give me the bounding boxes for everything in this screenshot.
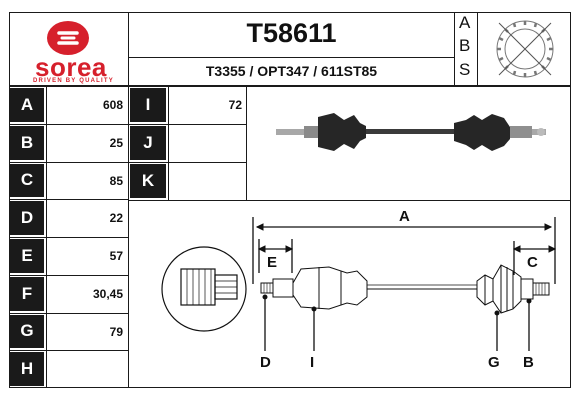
- brand-name: sorea: [35, 52, 107, 82]
- spec-label: K: [130, 164, 166, 198]
- abs-letter-s: S: [459, 60, 471, 79]
- spec-label: E: [10, 239, 44, 273]
- spec-label: G: [10, 314, 44, 349]
- cross-references: T3355 / OPT347 / 611ST85: [205, 63, 378, 79]
- dim-label-c: C: [527, 254, 538, 271]
- spec-value: 79: [109, 324, 123, 339]
- sorea-logo: sorea DRIVEN BY QUALITY: [10, 14, 126, 84]
- spec-label: A: [10, 88, 44, 122]
- dim-label-b: B: [523, 354, 534, 371]
- spec-value: 57: [109, 249, 123, 263]
- spec-label: I: [130, 88, 166, 122]
- dim-label-d: D: [260, 354, 271, 371]
- dim-label-e: E: [267, 254, 277, 271]
- dim-label-i: I: [310, 354, 314, 371]
- spec-value: 85: [109, 173, 123, 188]
- abs-letter-a: A: [459, 13, 471, 32]
- abs-ring-crossed-icon: [496, 20, 554, 78]
- spec-label: J: [130, 126, 166, 160]
- sorea-logo-icon: [47, 21, 89, 55]
- dim-label-g: G: [488, 354, 500, 371]
- brand-tagline: DRIVEN BY QUALITY: [33, 78, 114, 84]
- spec-label: H: [10, 352, 44, 386]
- spec-value: 25: [109, 135, 123, 150]
- spec-label: B: [10, 125, 44, 160]
- part-number: T58611: [246, 18, 337, 48]
- spec-value: 22: [109, 211, 123, 226]
- spec-value: 30,45: [92, 286, 123, 301]
- dim-label-a: A: [399, 208, 410, 225]
- spec-label: D: [10, 201, 44, 235]
- abs-letter-b: B: [459, 36, 471, 55]
- spec-label: F: [10, 276, 44, 311]
- driveshaft-photo: [276, 113, 546, 151]
- spec-label: C: [10, 163, 44, 198]
- spec-value: 72: [228, 98, 242, 112]
- spec-value: 608: [102, 98, 123, 112]
- driveshaft-drawing: A E C D I G B: [161, 208, 557, 371]
